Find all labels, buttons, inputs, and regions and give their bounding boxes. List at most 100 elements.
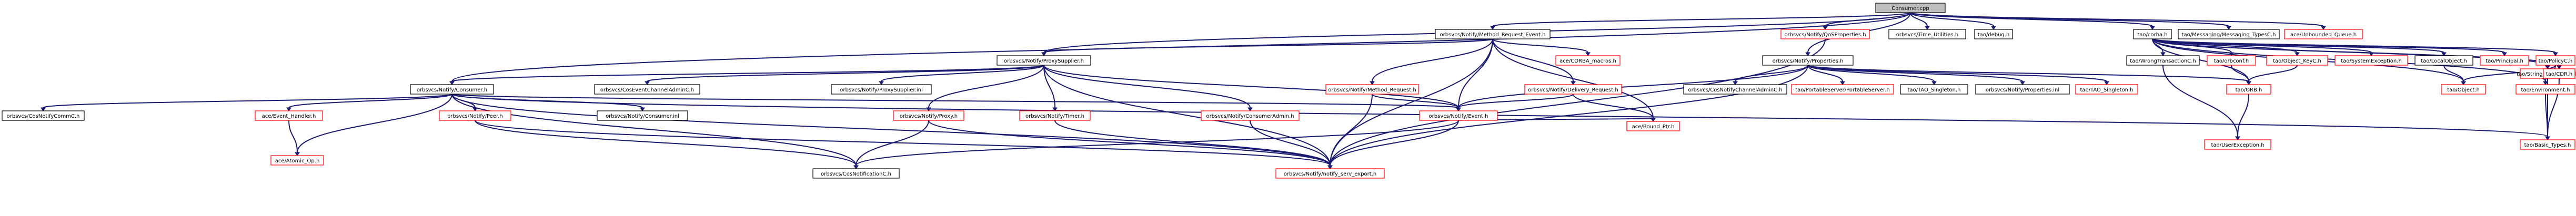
include-edge: [1372, 38, 1493, 82]
edge-arrowhead: [1490, 26, 1495, 30]
include-file-node[interactable]: tao/SystemException.h: [2334, 55, 2408, 66]
include-file-node[interactable]: ace/Unbounded_Queue.h: [2284, 29, 2363, 39]
node-box: [2075, 84, 2138, 95]
edge-arrowhead: [2321, 26, 2326, 30]
node-label: tao/debug.h: [1978, 32, 2010, 38]
include-file-node[interactable]: tao/PolicyC.h: [2535, 55, 2575, 66]
include-file-node[interactable]: tao/corba.h: [2133, 29, 2172, 39]
include-edge: [1910, 12, 1994, 27]
node-box: [255, 110, 323, 121]
include-file-node[interactable]: orbsvcs/Notify/Event.h: [1419, 110, 1498, 121]
edge-arrowhead: [645, 81, 650, 85]
node-box: [1900, 84, 1968, 95]
include-edge: [297, 94, 452, 153]
include-file-node[interactable]: tao/debug.h: [1974, 29, 2013, 39]
include-file-node[interactable]: orbsvcs/Notify/notify_serv_export.h: [1275, 168, 1385, 179]
dependency-nodes: Consumer.cpporbsvcs/Notify/Method_Reques…: [2, 3, 2576, 179]
node-box: [893, 110, 964, 121]
node-label: ace/Event_Handler.h: [262, 114, 316, 119]
include-file-node[interactable]: ace/Bound_Ptr.h: [1626, 121, 1680, 131]
include-file-node[interactable]: orbsvcs/Notify/Properties.inl: [1975, 84, 2070, 95]
node-box: [1524, 84, 1622, 95]
include-file-node[interactable]: tao/UserException.h: [2204, 139, 2271, 150]
node-box: [2543, 68, 2575, 79]
include-file-node[interactable]: tao/LocalObject.h: [2414, 55, 2473, 66]
node-box: [812, 168, 900, 179]
include-file-node[interactable]: tao/TAO_Singleton.h: [2075, 84, 2138, 95]
include-file-node[interactable]: tao/WrongTransactionC.h: [2126, 55, 2200, 66]
node-box: [2480, 55, 2529, 66]
include-file-node[interactable]: tao/Environment.h: [2515, 84, 2575, 95]
include-file-node[interactable]: orbsvcs/Time_Utilities.h: [1888, 29, 1966, 39]
include-file-node[interactable]: ace/Atomic_Op.h: [270, 155, 324, 166]
node-box: [831, 84, 932, 95]
node-label: orbsvcs/Notify/ProxySupplier.inl: [840, 87, 922, 93]
include-file-node[interactable]: orbsvcs/Notify/Properties.h: [1762, 55, 1854, 66]
node-label: orbsvcs/Notify/Consumer.inl: [606, 114, 679, 119]
include-file-node[interactable]: orbsvcs/Notify/Delivery_Request.h: [1524, 84, 1622, 95]
include-file-node[interactable]: orbsvcs/Notify/Proxy.h: [893, 110, 964, 121]
include-file-node[interactable]: orbsvcs/Notify/Method_Request_Event.h: [1435, 29, 1551, 39]
include-file-node[interactable]: orbsvcs/Notify/ProxySupplier.inl: [831, 84, 932, 95]
include-file-node[interactable]: tao/TAO_Singleton.h: [1900, 84, 1968, 95]
edge-arrowhead: [1370, 81, 1375, 85]
include-file-node[interactable]: tao/orbconf.h: [2207, 55, 2256, 66]
edge-arrowhead: [2020, 81, 2025, 85]
include-edge: [1458, 94, 1574, 108]
include-file-node[interactable]: orbsvcs/Notify/Method_Request.h: [1325, 84, 1419, 95]
node-label: tao/TAO_Singleton.h: [2080, 87, 2133, 93]
node-box: [2414, 55, 2473, 66]
include-file-node[interactable]: tao/Messaging/Messaging_TypesC.h: [2178, 29, 2280, 39]
edge-arrowhead: [295, 152, 300, 156]
edge-arrowhead: [1456, 107, 1461, 111]
edge-arrowhead: [1805, 52, 1810, 56]
include-file-node[interactable]: orbsvcs/Notify/ProxySupplier.h: [997, 55, 1091, 66]
include-edge: [1330, 94, 1373, 166]
include-file-node[interactable]: orbsvcs/Notify/ConsumerAdmin.h: [1201, 110, 1300, 121]
include-file-node[interactable]: tao/ORB.h: [2226, 84, 2271, 95]
include-file-node[interactable]: tao/CDR.h: [2543, 68, 2575, 79]
node-box: [1683, 84, 1787, 95]
node-box: [597, 110, 688, 121]
node-box: [997, 55, 1091, 66]
edge-arrowhead: [2295, 52, 2300, 56]
include-file-node[interactable]: orbsvcs/Notify/Timer.h: [1019, 110, 1091, 121]
node-box: [2204, 139, 2271, 150]
include-file-node[interactable]: ace/Event_Handler.h: [255, 110, 323, 121]
node-label: ace/CORBA_macros.h: [1559, 58, 1616, 64]
include-edge: [1330, 120, 1459, 166]
node-box: [2515, 84, 2575, 95]
include-edge: [451, 94, 1331, 166]
include-file-node[interactable]: tao/Basic_Types.h: [2520, 139, 2575, 150]
node-label: tao/WrongTransactionC.h: [2130, 58, 2196, 64]
include-file-node[interactable]: tao/Object.h: [2441, 84, 2486, 95]
node-box: [270, 155, 324, 166]
include-file-node[interactable]: orbsvcs/Notify/Peer.h: [439, 110, 511, 121]
include-file-node[interactable]: orbsvcs/CosNotifyCommC.h: [2, 110, 85, 121]
node-label: orbsvcs/Notify/Event.h: [1429, 114, 1488, 119]
include-file-node[interactable]: orbsvcs/Notify/Consumer.h: [410, 84, 494, 95]
include-file-node[interactable]: tao/Principal.h: [2480, 55, 2529, 66]
edge-arrowhead: [2226, 26, 2231, 30]
node-box: [1435, 29, 1551, 39]
node-box: [2178, 29, 2280, 39]
edge-arrowhead: [1651, 118, 1656, 122]
edge-arrowhead: [41, 107, 46, 111]
include-file-node[interactable]: orbsvcs/Notify/QoSProperties.h: [1780, 29, 1870, 39]
include-file-node[interactable]: orbsvcs/CosNotificationC.h: [812, 168, 900, 179]
include-edge: [475, 120, 1331, 166]
include-edge: [288, 94, 452, 108]
include-file-node[interactable]: ace/CORBA_macros.h: [1555, 55, 1621, 66]
node-label: ace/Atomic_Op.h: [275, 158, 320, 164]
node-box: [410, 84, 494, 95]
node-label: orbsvcs/Notify/ConsumerAdmin.h: [1206, 114, 1294, 119]
include-file-node[interactable]: tao/PortableServer/PortableServer.h: [1791, 84, 1894, 95]
include-edge: [1492, 38, 1574, 82]
include-file-node[interactable]: orbsvcs/CosEventChannelAdminC.h: [594, 84, 700, 95]
edge-arrowhead: [1991, 26, 1996, 30]
include-file-node[interactable]: orbsvcs/Notify/Consumer.inl: [597, 110, 688, 121]
include-file-node[interactable]: tao/Object_KeyC.h: [2266, 55, 2328, 66]
include-file-node[interactable]: orbsvcs/CosNotifyChannelAdminC.h: [1683, 84, 1787, 95]
node-label: tao/SystemException.h: [2341, 58, 2402, 64]
